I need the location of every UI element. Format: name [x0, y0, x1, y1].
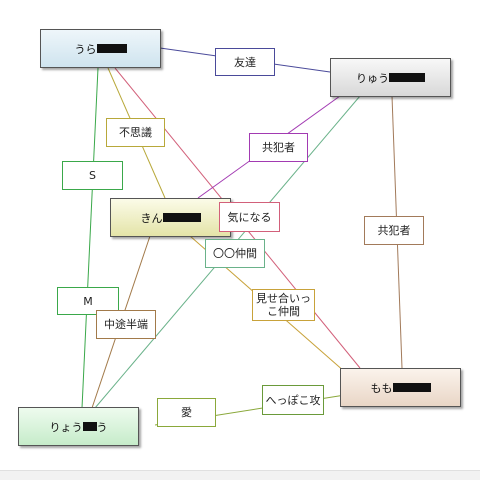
edge-label-chuuto[interactable]: 中途半端 — [96, 310, 156, 339]
edge-label-miseai[interactable]: 見せ合いっ こ仲間 — [252, 289, 315, 321]
edge-label-s[interactable]: S — [62, 161, 123, 190]
node-kin[interactable]: きん — [110, 198, 231, 237]
node-kin-label: きん — [140, 211, 163, 225]
edge-label-friend[interactable]: 友達 — [215, 48, 275, 76]
redaction-mark — [389, 73, 425, 82]
node-momo-label: もも — [370, 381, 393, 395]
edge-label-accomplice-2[interactable]: 共犯者 — [364, 216, 424, 245]
redaction-mark — [162, 213, 201, 222]
redaction-mark — [96, 44, 127, 53]
edge-label-accomplice-1[interactable]: 共犯者 — [249, 133, 308, 162]
node-ryuu-label: りゅう — [356, 71, 389, 85]
node-urara-label: うら — [74, 42, 97, 56]
node-ryou-suffix: う — [96, 420, 108, 434]
node-ryou[interactable]: りょうう — [18, 407, 139, 446]
edge-urara-ryou — [81, 67, 99, 409]
node-ryou-label: りょう — [49, 420, 83, 434]
edge-label-kininaru[interactable]: 気になる — [219, 202, 280, 232]
node-ryuu[interactable]: りゅう — [330, 58, 451, 97]
edge-label-ai[interactable]: 愛 — [157, 398, 216, 427]
edge-label-hetare[interactable]: へっぽこ攻 — [262, 385, 324, 415]
redaction-mark — [82, 422, 97, 431]
edge-label-fushigi[interactable]: 不思議 — [106, 118, 165, 147]
node-momo[interactable]: もも — [340, 368, 461, 407]
window-bottom-strip — [0, 470, 480, 480]
node-urara[interactable]: うら — [40, 29, 161, 68]
edge-label-oonakama[interactable]: 〇〇仲間 — [205, 239, 265, 268]
redaction-mark — [392, 383, 431, 392]
